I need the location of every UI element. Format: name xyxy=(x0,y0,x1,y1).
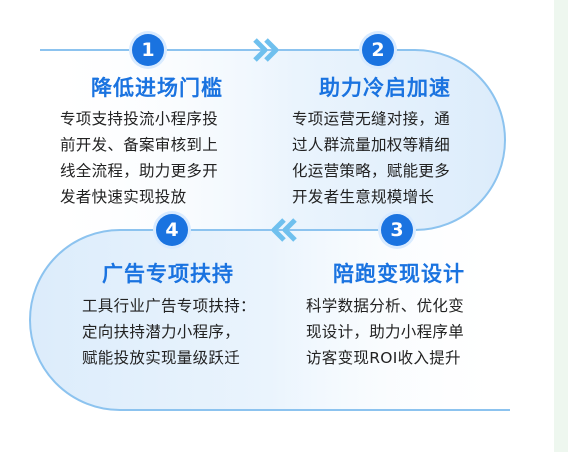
step-1-description: 专项支持投流小程序投 前开发、备案审核到上 线全流程，助力更多开 发者快速实现投… xyxy=(60,110,219,206)
step-4-description: 工具行业广告专项扶持： 定向扶持潜力小程序， 赋能投放实现量级跃迁 xyxy=(82,297,256,367)
right-edge-strip xyxy=(554,0,568,452)
step-1-badge: 1 xyxy=(132,34,164,66)
step-4-badge: 4 xyxy=(156,214,188,246)
step-2-description: 专项运营无缝对接，通 过人群流量加权等精细 化运营策略，赋能更多 开发者生意规模… xyxy=(292,110,451,206)
double-chevron-left-icon xyxy=(271,218,297,242)
flow-line xyxy=(29,49,510,411)
step-2-badge: 2 xyxy=(362,34,394,66)
step-3-title: 陪跑变现设计 xyxy=(333,262,465,286)
step-4-title: 广告专项扶持 xyxy=(102,262,234,286)
top-band-panel xyxy=(40,50,505,230)
step-1-title: 降低进场门槛 xyxy=(91,76,223,100)
step-3-badge: 3 xyxy=(381,214,413,246)
step-2-title: 助力冷启加速 xyxy=(319,76,451,100)
double-chevron-right-icon xyxy=(253,38,279,62)
step-3-description: 科学数据分析、优化变 现设计，助力小程序单 访客变现ROI收入提升 xyxy=(306,297,465,367)
bottom-band-panel xyxy=(30,230,510,410)
